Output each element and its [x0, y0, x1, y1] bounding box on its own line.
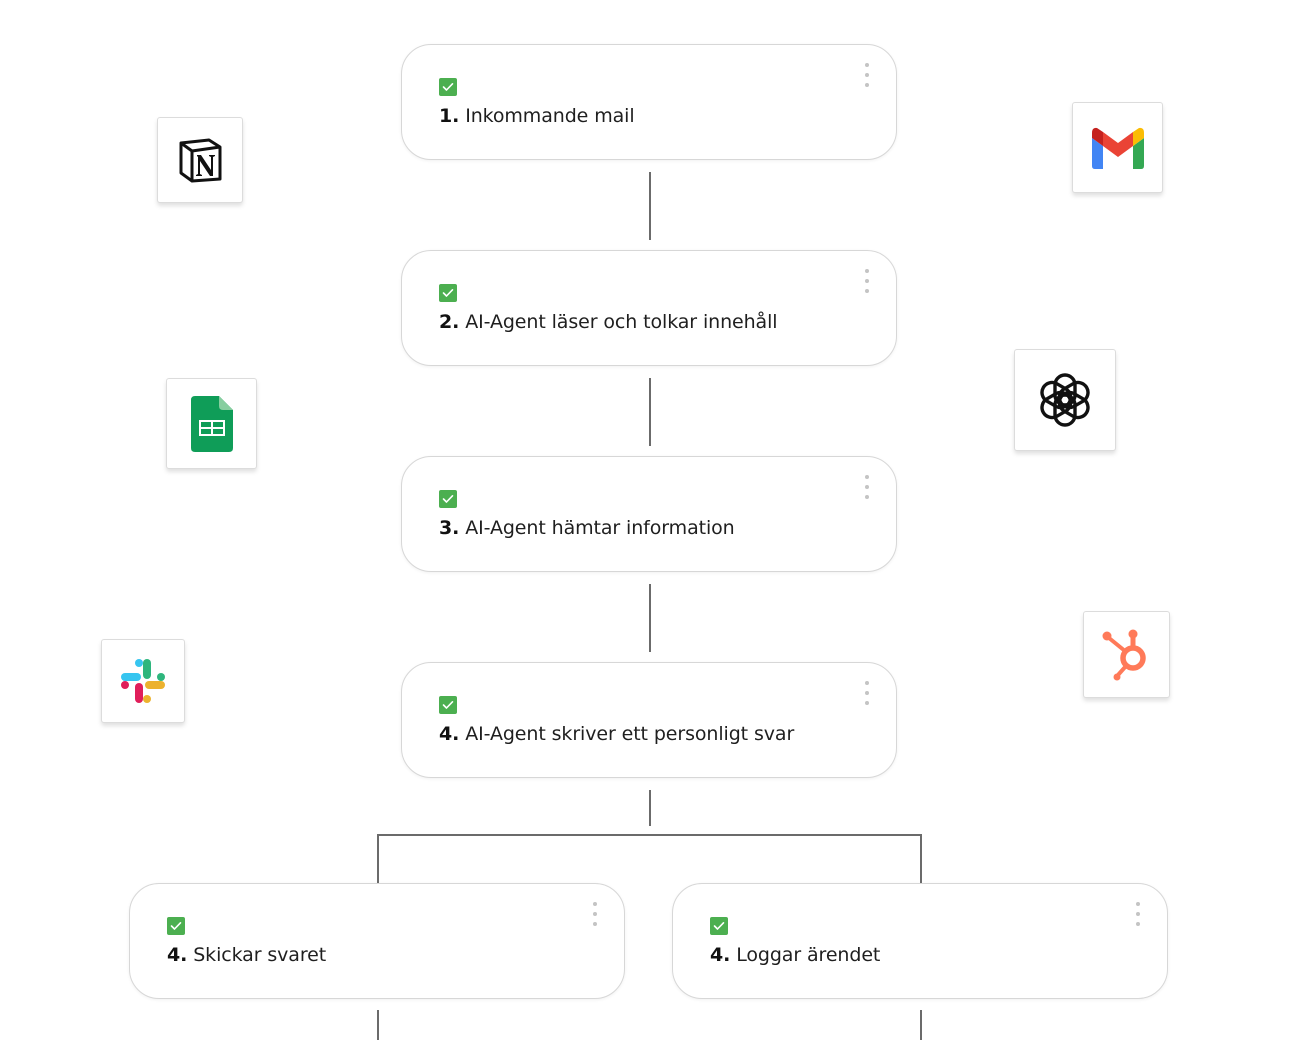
- branch-left-down: [377, 834, 379, 883]
- step-label: 4. Loggar ärendet: [710, 944, 881, 966]
- step-card-log-ticket[interactable]: 4. Loggar ärendet: [672, 883, 1168, 999]
- step-card-4[interactable]: 4. AI-Agent skriver ett personligt svar: [401, 662, 897, 778]
- check-icon: [439, 284, 457, 302]
- step-card-1[interactable]: 1. Inkommande mail: [401, 44, 897, 160]
- google-sheets-icon: [190, 395, 233, 452]
- check-icon: [439, 78, 457, 96]
- connector-1-2: [649, 172, 651, 240]
- more-options-icon[interactable]: [592, 902, 598, 926]
- step-label: 2. AI-Agent läser och tolkar innehåll: [439, 311, 778, 333]
- openai-tile: [1014, 349, 1116, 451]
- tail-right: [920, 1010, 922, 1040]
- check-icon: [439, 696, 457, 714]
- branch-horizontal: [377, 834, 922, 836]
- gmail-tile: [1072, 102, 1163, 193]
- notion-tile: [157, 117, 243, 203]
- tail-left: [377, 1010, 379, 1040]
- check-icon: [439, 490, 457, 508]
- check-icon: [710, 917, 728, 935]
- slack-icon: [121, 659, 165, 703]
- openai-icon: [1040, 373, 1090, 427]
- more-options-icon[interactable]: [1135, 902, 1141, 926]
- hubspot-tile: [1083, 611, 1170, 698]
- slack-tile: [101, 639, 185, 723]
- check-icon: [167, 917, 185, 935]
- connector-4-branch: [649, 790, 651, 826]
- more-options-icon[interactable]: [864, 681, 870, 705]
- step-card-send-reply[interactable]: 4. Skickar svaret: [129, 883, 625, 999]
- more-options-icon[interactable]: [864, 63, 870, 87]
- step-card-3[interactable]: 3. AI-Agent hämtar information: [401, 456, 897, 572]
- google-sheets-tile: [166, 378, 257, 469]
- step-label: 4. AI-Agent skriver ett personligt svar: [439, 723, 795, 745]
- connector-3-4: [649, 584, 651, 652]
- step-label: 4. Skickar svaret: [167, 944, 327, 966]
- step-label: 1. Inkommande mail: [439, 105, 635, 127]
- gmail-icon: [1091, 127, 1144, 169]
- notion-icon: [179, 138, 222, 183]
- branch-right-down: [920, 834, 922, 883]
- more-options-icon[interactable]: [864, 269, 870, 293]
- step-label: 3. AI-Agent hämtar information: [439, 517, 735, 539]
- hubspot-icon: [1102, 629, 1146, 680]
- more-options-icon[interactable]: [864, 475, 870, 499]
- connector-2-3: [649, 378, 651, 446]
- step-card-2[interactable]: 2. AI-Agent läser och tolkar innehåll: [401, 250, 897, 366]
